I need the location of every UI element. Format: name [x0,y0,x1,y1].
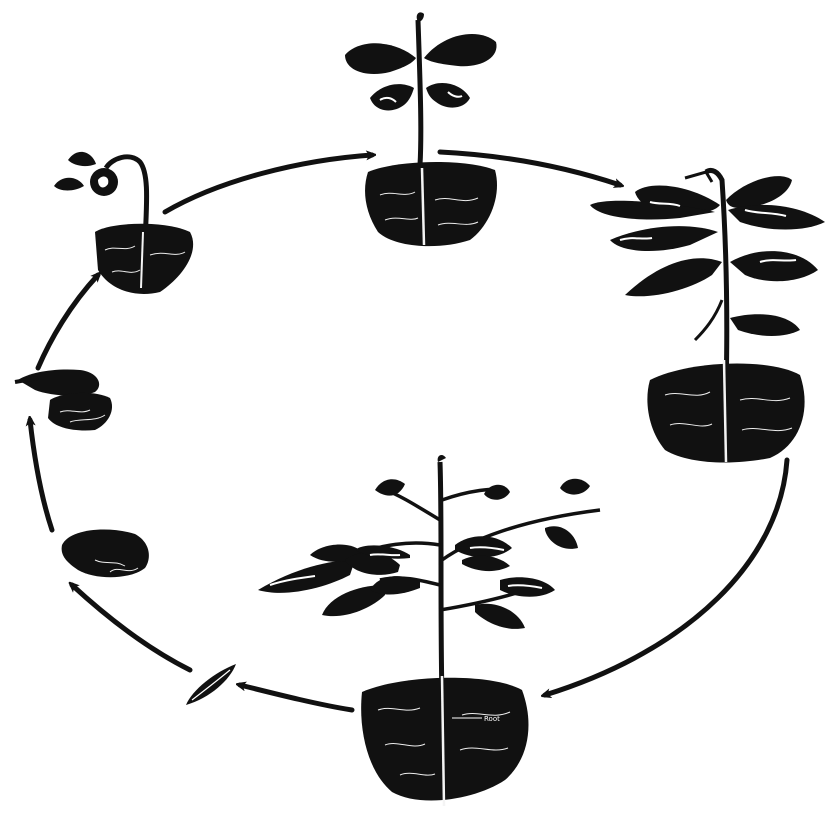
soil-clod-icon [62,529,149,577]
stage-seed-in-soil [62,529,149,577]
stage-growing-plant [590,170,825,462]
stage-young-seedling [345,12,497,246]
stage-emerging-seedling [54,152,193,294]
flowering-plant-icon [440,462,442,700]
seedling-icon [418,20,421,165]
root-label: Root [484,715,500,723]
arrow-seedling-to-young-plant [165,155,372,212]
arrow-growing-plant-to-mature-plant [545,460,787,695]
soil-clod-icon [365,162,497,246]
stage-seed [186,664,236,705]
sprouting-seed-icon [18,369,99,395]
stage-mature-flowering-plant: Root [258,455,600,806]
arrow-germination-to-seedling [38,275,98,368]
arrow-soil-to-germination [30,420,52,530]
arrow-seed-to-soil [72,585,190,670]
soil-clod-icon [95,224,193,294]
arrow-mature-plant-to-seed [240,685,352,710]
